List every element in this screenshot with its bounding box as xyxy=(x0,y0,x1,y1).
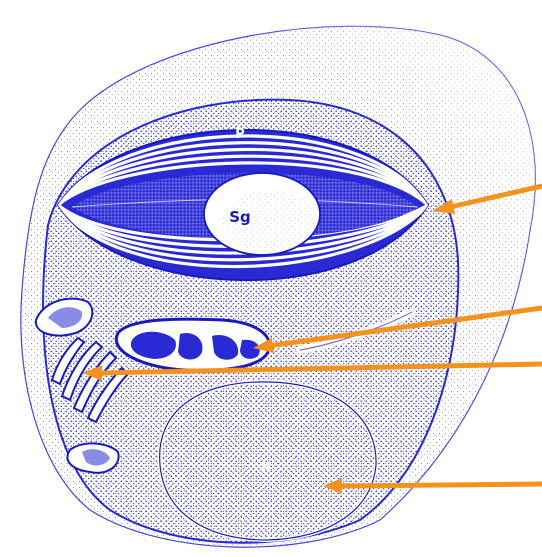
nucleus-label: N xyxy=(261,461,272,476)
starch-grain-label: Sg xyxy=(229,208,251,226)
nucleus: N xyxy=(160,382,376,540)
plastid-label: P xyxy=(235,127,245,142)
